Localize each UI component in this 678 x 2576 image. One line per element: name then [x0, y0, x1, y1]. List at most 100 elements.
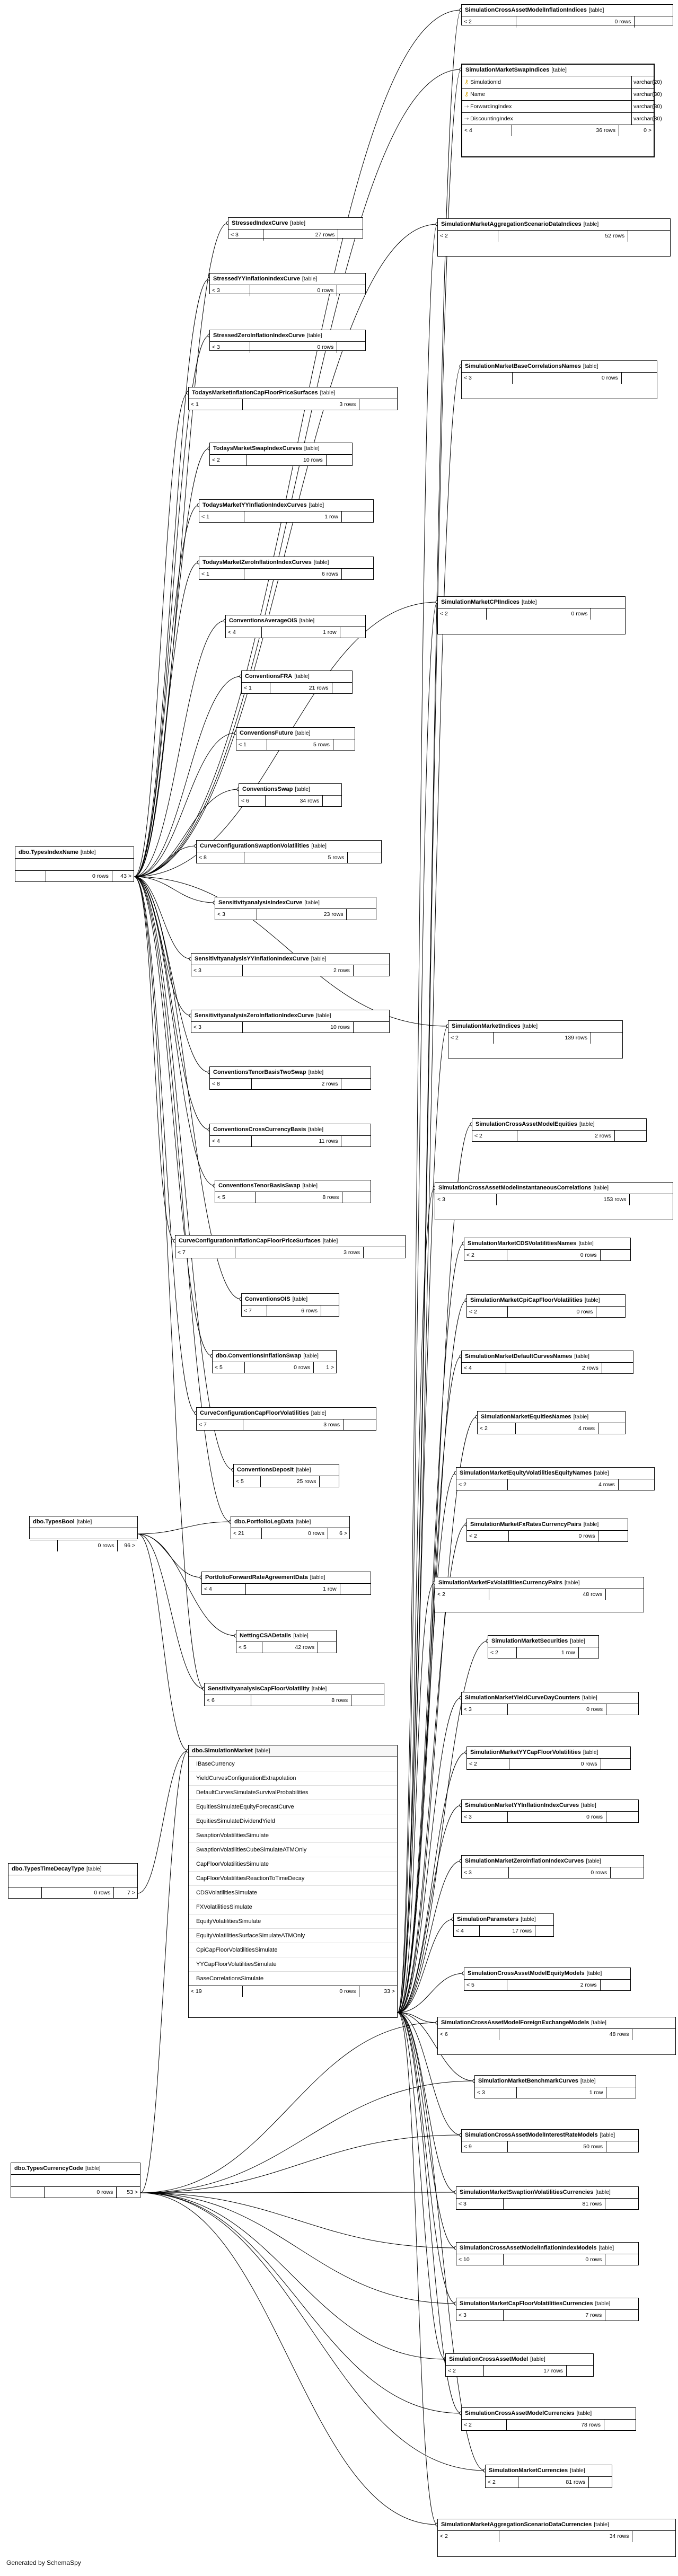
table-simulation-market-aggregation-scenario-data-currencies[interactable]: SimulationMarketAggregationScenarioDataC… [437, 2519, 676, 2557]
table-todays-market-zero-inflation-index-curves[interactable]: TodaysMarketZeroInflationIndexCurves[tab… [199, 557, 374, 580]
table-curve-configuration-inflation-cap-floor-price-surfaces[interactable]: CurveConfigurationInflationCapFloorPrice… [175, 1235, 406, 1258]
table-sensitivityanalysis-cap-floor-volatility[interactable]: SensitivityanalysisCapFloorVolatility[ta… [204, 1683, 384, 1706]
table-simulation-cross-asset-model-instantaneous-correlations[interactable]: SimulationCrossAssetModelInstantaneousCo… [435, 1182, 673, 1220]
table-simulation-market-yield-curve-day-counters[interactable]: SimulationMarketYieldCurveDayCounters[ta… [461, 1692, 639, 1715]
table-simulation-market-base-correlations-names[interactable]: SimulationMarketBaseCorrelationsNames[ta… [461, 360, 657, 399]
table-simulation-market-cds-volatilities-names[interactable]: SimulationMarketCDSVolatilitiesNames[tab… [464, 1238, 631, 1261]
table-name: StressedIndexCurve [232, 220, 288, 226]
child-count [364, 1247, 405, 1258]
table-simulation-market-yy-inflation-index-curves[interactable]: SimulationMarketYYInflationIndexCurves[t… [461, 1799, 639, 1823]
table-simulation-market-yy-cap-floor-volatilities[interactable]: SimulationMarketYYCapFloorVolatilities[t… [466, 1746, 631, 1770]
parent-count: < 2 [435, 1589, 490, 1600]
table-simulation-market-swap-indices[interactable]: SimulationMarketSwapIndices[table]⚷ Simu… [461, 64, 662, 157]
table-todays-market-inflation-cap-floor-price-surfaces[interactable]: TodaysMarketInflationCapFloorPriceSurfac… [188, 387, 398, 410]
table-type-tag: [table] [304, 899, 320, 906]
table-header: ConventionsTenorBasisSwap[table] [215, 1180, 371, 1192]
table-simulation-market-cap-floor-volatilities-currencies[interactable]: SimulationMarketCapFloorVolatilitiesCurr… [456, 2298, 639, 2321]
table-simulation-market-fx-volatilities-currency-pairs[interactable]: SimulationMarketFxVolatilitiesCurrencyPa… [435, 1577, 644, 1612]
table-name: SimulationMarketYYCapFloorVolatilities [470, 1749, 581, 1755]
table-simulation-cross-asset-model-inflation-indices[interactable]: SimulationCrossAssetModelInflationIndice… [461, 4, 673, 28]
relationship-line-37 [140, 2022, 438, 2193]
row-count: 3 rows [235, 1247, 364, 1258]
parent-count: < 3 [462, 1867, 509, 1878]
table-simulation-market-benchmark-curves[interactable]: SimulationMarketBenchmarkCurves[table]< … [474, 2075, 636, 2098]
table-header: SimulationMarketSecurities[table] [488, 1636, 598, 1647]
table-header: dbo.TypesCurrencyCode[table] [11, 2163, 140, 2175]
table-header: SimulationMarketYYCapFloorVolatilities[t… [467, 1747, 630, 1759]
table-simulation-cross-asset-model-equities[interactable]: SimulationCrossAssetModelEquities[table]… [472, 1118, 647, 1142]
table-sensitivityanalysis-zero-inflation-index-curve[interactable]: SensitivityanalysisZeroInflationIndexCur… [191, 1010, 390, 1033]
table-name: SimulationMarketAggregationScenarioDataC… [441, 2521, 592, 2528]
table-simulation-market-equity-volatilities-equity-names[interactable]: SimulationMarketEquityVolatilitiesEquity… [456, 1467, 655, 1490]
table-header: dbo.TypesIndexName[table] [15, 847, 134, 859]
row-count: 153 rows [497, 1194, 630, 1205]
table-simulation-market-cpi-cap-floor-volatilities[interactable]: SimulationMarketCpiCapFloorVolatilities[… [466, 1294, 626, 1318]
table-header: SimulationMarketCpiCapFloorVolatilities[… [467, 1295, 625, 1307]
child-count [611, 1867, 644, 1878]
table-simulation-cross-asset-model-interest-rate-models[interactable]: SimulationCrossAssetModelInterestRateMod… [461, 2129, 639, 2152]
table-simulation-cross-asset-model-currencies[interactable]: SimulationCrossAssetModelCurrencies[tabl… [461, 2407, 636, 2431]
table-simulation-market-aggregation-scenario-data-indices[interactable]: SimulationMarketAggregationScenarioDataI… [437, 218, 671, 257]
table-sensitivityanalysis-yy-inflation-index-curve[interactable]: SensitivityanalysisYYInflationIndexCurve… [191, 953, 390, 976]
table-curve-configuration-swaption-volatilities[interactable]: CurveConfigurationSwaptionVolatilities[t… [196, 840, 382, 863]
table-simulation-cross-asset-model-inflation-index-models[interactable]: SimulationCrossAssetModelInflationIndexM… [456, 2242, 639, 2265]
row-count: 48 rows [499, 2029, 633, 2040]
table-simulation-market-zero-inflation-index-curves[interactable]: SimulationMarketZeroInflationIndexCurves… [461, 1855, 644, 1878]
table-type-tag: [table] [290, 220, 305, 226]
relationship-line-32 [137, 1533, 236, 1636]
table-stressed-zero-inflation-index-curve[interactable]: StressedZeroInflationIndexCurve[table]< … [209, 330, 366, 353]
child-count: 6 > [339, 1530, 347, 1537]
parent-count: < 2 [438, 608, 487, 620]
table-dbo-simulation-market[interactable]: dbo.SimulationMarket[table]IBaseCurrency… [188, 1745, 398, 2018]
row-count: 5 rows [244, 852, 348, 863]
parent-count [11, 2187, 45, 2198]
table-type-tag: [table] [573, 1414, 589, 1420]
table-simulation-market-default-curves-names[interactable]: SimulationMarketDefaultCurvesNames[table… [461, 1351, 633, 1374]
table-header: dbo.PortfolioLegData[table] [231, 1516, 349, 1528]
table-simulation-market-fx-rates-currency-pairs[interactable]: SimulationMarketFxRatesCurrencyPairs[tab… [466, 1519, 628, 1542]
table-portfolio-forward-rate-agreement-data[interactable]: PortfolioForwardRateAgreementData[table]… [201, 1572, 371, 1595]
child-count [598, 1423, 625, 1434]
table-simulation-market-swaption-volatilities-currencies[interactable]: SimulationMarketSwaptionVolatilitiesCurr… [456, 2186, 639, 2210]
column-name: EquityVolatilitiesSimulate [189, 1915, 397, 1929]
table-simulation-cross-asset-model-foreign-exchange-models[interactable]: SimulationCrossAssetModelForeignExchange… [437, 2017, 676, 2055]
table-todays-market-yy-inflation-index-curves[interactable]: TodaysMarketYYInflationIndexCurves[table… [199, 499, 374, 523]
child-count [327, 455, 352, 466]
table-curve-configuration-cap-floor-volatilities[interactable]: CurveConfigurationCapFloorVolatilities[t… [196, 1407, 376, 1431]
table-simulation-cross-asset-model-equity-models[interactable]: SimulationCrossAssetModelEquityModels[ta… [464, 1968, 631, 1991]
